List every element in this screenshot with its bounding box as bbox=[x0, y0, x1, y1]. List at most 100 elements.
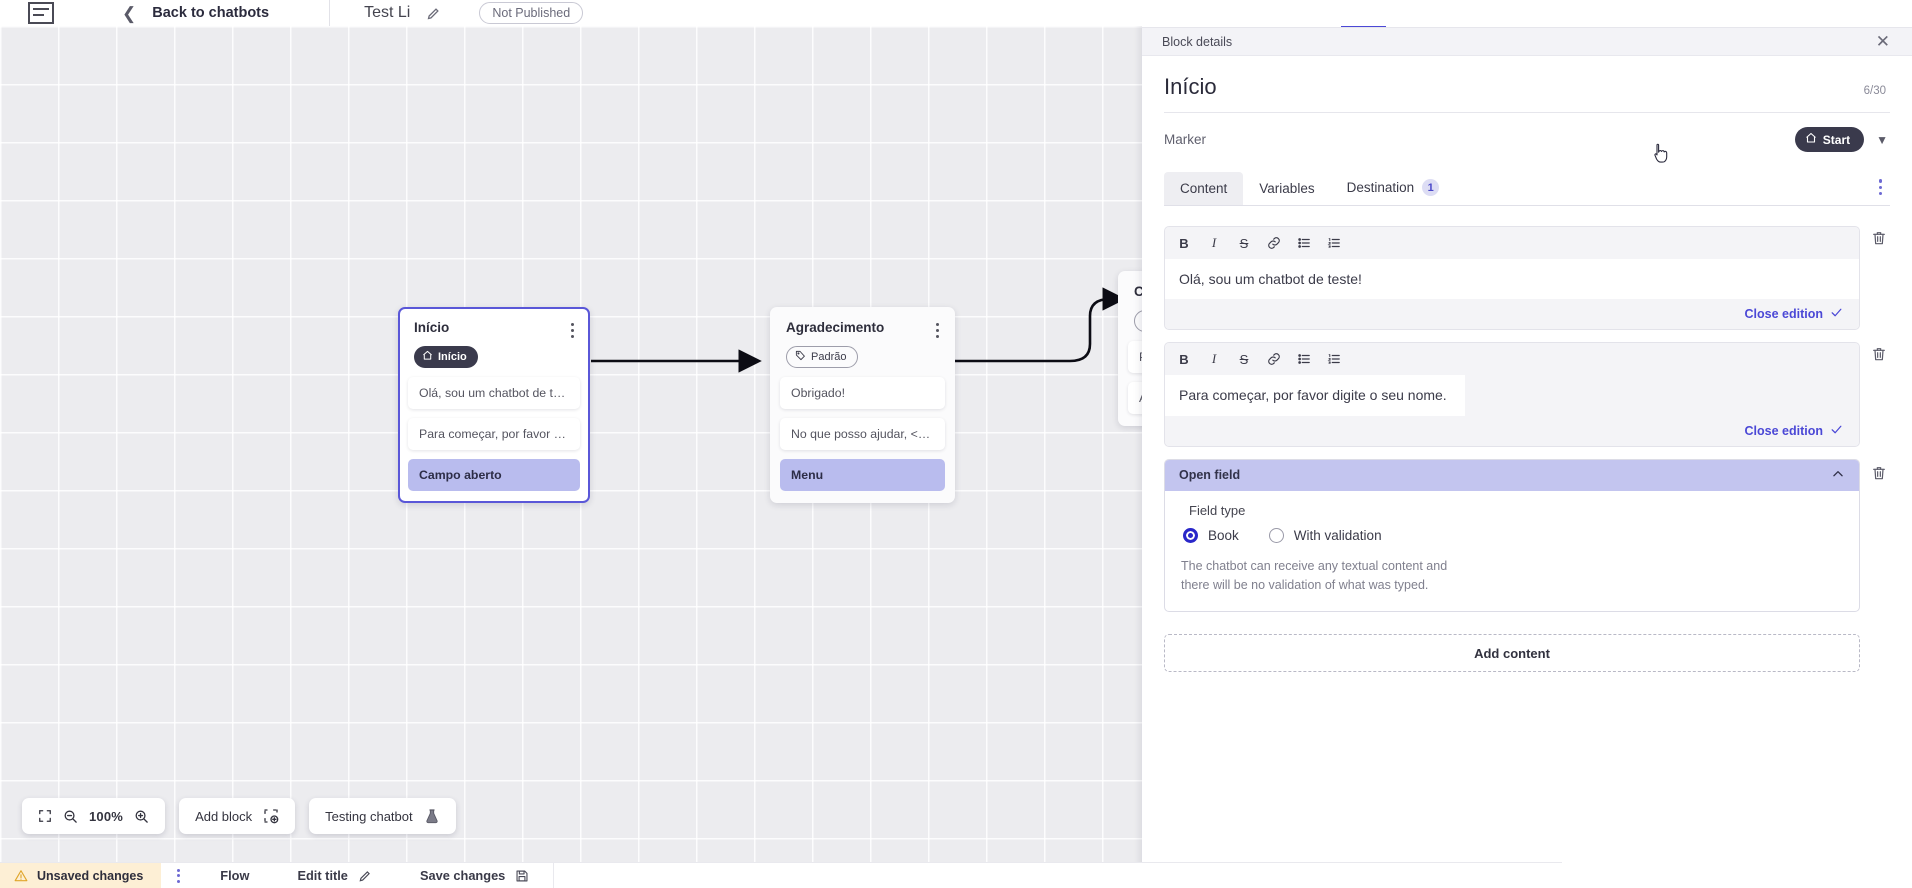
node-message-row[interactable]: Campo aberto bbox=[408, 459, 580, 491]
radio-option-with-validation[interactable]: With validation bbox=[1268, 527, 1382, 543]
top-divider bbox=[329, 0, 331, 26]
tab-variables[interactable]: Variables bbox=[1243, 172, 1330, 205]
tag-icon bbox=[795, 350, 806, 364]
panel-inner-tabs: Content Variables Destination 1 bbox=[1164, 170, 1890, 206]
link-icon[interactable] bbox=[1259, 348, 1289, 370]
trash-icon[interactable] bbox=[1868, 459, 1890, 481]
field-type-label: Field type bbox=[1189, 502, 1246, 518]
more-vertical-icon[interactable] bbox=[1878, 179, 1890, 205]
close-edition-button[interactable]: Close edition bbox=[1745, 423, 1843, 439]
node-message-row[interactable]: No que posso ajudar, <? $name ... bbox=[780, 418, 945, 450]
block-details-header: Block details ✕ bbox=[1142, 28, 1912, 56]
node-message-row[interactable]: Olá, sou um chatbot de teste! bbox=[408, 377, 580, 409]
flow-button[interactable]: Flow bbox=[196, 868, 273, 883]
flask-icon bbox=[424, 808, 440, 824]
add-block-label: Add block bbox=[195, 808, 253, 824]
chevron-down-icon[interactable]: ▼ bbox=[1876, 132, 1888, 147]
tab-content[interactable]: Content bbox=[1164, 172, 1244, 205]
testing-chatbot-button[interactable]: Testing chatbot bbox=[309, 798, 456, 834]
tab-destination[interactable]: Destination 1 bbox=[1331, 170, 1456, 205]
bullet-list-icon[interactable] bbox=[1289, 348, 1319, 370]
numbered-list-icon[interactable] bbox=[1319, 348, 1349, 370]
more-vertical-icon[interactable] bbox=[571, 317, 580, 338]
marker-label: Marker bbox=[1164, 132, 1207, 147]
node-badge-label: Início bbox=[438, 351, 467, 363]
open-field-description: The chatbot can receive any textual cont… bbox=[1181, 558, 1448, 592]
home-icon bbox=[422, 350, 433, 364]
node-message-row[interactable]: Para começar, por favor digite o ... bbox=[408, 418, 580, 450]
strikethrough-icon[interactable]: S bbox=[1239, 235, 1249, 251]
fullscreen-icon[interactable] bbox=[38, 809, 52, 823]
unsaved-changes-label: Unsaved changes bbox=[37, 868, 144, 883]
edit-title-label: Edit title bbox=[297, 868, 348, 883]
editor-footer: Close edition bbox=[1165, 415, 1859, 446]
editor-toolbar: B I S bbox=[1165, 227, 1859, 259]
bullet-list-icon[interactable] bbox=[1289, 232, 1319, 254]
block-details-label: Block details bbox=[1162, 34, 1233, 49]
save-changes-button[interactable]: Save changes bbox=[396, 868, 553, 883]
unsaved-changes-indicator: Unsaved changes bbox=[0, 862, 162, 888]
edit-title-button[interactable]: Edit title bbox=[273, 868, 395, 883]
open-field-card: Open field Field type Book bbox=[1164, 458, 1860, 613]
flow-node[interactable]: Agradecimento Padrão Obrigado! No que po… bbox=[770, 307, 955, 503]
bold-icon[interactable]: B bbox=[1179, 351, 1189, 367]
tab-content-label: Content bbox=[1180, 181, 1228, 196]
node-header: Agradecimento bbox=[780, 317, 945, 338]
add-block-button[interactable]: Add block bbox=[179, 798, 296, 834]
zoom-out-icon[interactable] bbox=[63, 809, 78, 824]
zoom-controls[interactable]: 100% bbox=[22, 798, 166, 834]
more-vertical-icon[interactable] bbox=[936, 317, 945, 338]
close-icon[interactable]: ✕ bbox=[1875, 32, 1890, 51]
close-edition-label: Close edition bbox=[1744, 307, 1823, 322]
zoom-in-icon[interactable] bbox=[134, 809, 149, 824]
page-title: Início bbox=[1164, 74, 1217, 99]
editor-text[interactable]: Para começar, por favor digite o seu nom… bbox=[1165, 375, 1465, 416]
editor-text[interactable]: Olá, sou um chatbot de teste! bbox=[1165, 259, 1859, 300]
status-badge: Not Published bbox=[479, 2, 584, 24]
italic-icon[interactable]: I bbox=[1211, 235, 1217, 250]
open-field-body: Field type Book With validation bbox=[1165, 491, 1859, 612]
tab-variables-label: Variables bbox=[1259, 181, 1315, 196]
link-icon[interactable] bbox=[1259, 232, 1289, 254]
block-details-panel: General information Builder Channels Blo… bbox=[1142, 0, 1912, 888]
marker-start-pill[interactable]: Start bbox=[1794, 127, 1865, 152]
trash-icon[interactable] bbox=[1868, 342, 1890, 362]
editor-toolbar: B I S bbox=[1165, 343, 1859, 376]
radio-indicator bbox=[1183, 527, 1198, 543]
check-icon bbox=[1830, 423, 1843, 439]
content-editor-block: B I S bbox=[1164, 226, 1890, 331]
pencil-icon bbox=[358, 869, 372, 883]
numbered-list-icon[interactable] bbox=[1319, 232, 1349, 254]
trash-icon[interactable] bbox=[1868, 226, 1890, 246]
more-vertical-icon[interactable] bbox=[161, 868, 196, 883]
home-icon bbox=[1805, 132, 1817, 147]
pencil-icon[interactable] bbox=[426, 6, 441, 21]
close-edition-button[interactable]: Close edition bbox=[1745, 306, 1843, 322]
title-divider bbox=[1164, 112, 1890, 113]
flow-node[interactable]: Início Início Olá, sou um chatbot de tes… bbox=[398, 307, 590, 503]
node-message-row[interactable]: Obrigado! bbox=[780, 377, 945, 409]
back-to-chatbots-link[interactable]: Back to chatbots bbox=[152, 5, 270, 21]
node-header: Início bbox=[408, 317, 580, 338]
radio-option-book[interactable]: Book bbox=[1183, 527, 1239, 543]
add-content-button[interactable]: Add content bbox=[1164, 634, 1860, 673]
add-block-icon bbox=[263, 808, 279, 824]
italic-icon[interactable]: I bbox=[1211, 351, 1217, 367]
marker-value-group[interactable]: Start ▼ bbox=[1794, 127, 1888, 152]
node-message-row[interactable]: Menu bbox=[780, 459, 945, 491]
open-field-block: Open field Field type Book bbox=[1164, 458, 1890, 613]
rich-text-editor[interactable]: B I S bbox=[1164, 226, 1860, 331]
content-editor-block: B I S bbox=[1164, 342, 1890, 447]
strikethrough-icon[interactable]: S bbox=[1239, 351, 1249, 367]
radio-label: Book bbox=[1208, 527, 1239, 543]
bold-icon[interactable]: B bbox=[1179, 235, 1189, 251]
node-badge-label: Padrão bbox=[811, 351, 847, 363]
zoom-level: 100% bbox=[89, 808, 124, 824]
app-logo-icon[interactable] bbox=[26, 0, 56, 26]
chevron-left-icon[interactable]: ❮ bbox=[122, 3, 137, 23]
chevron-up-icon[interactable] bbox=[1831, 467, 1845, 484]
open-field-header[interactable]: Open field bbox=[1165, 459, 1859, 491]
marker-start-label: Start bbox=[1822, 132, 1851, 147]
rich-text-editor[interactable]: B I S bbox=[1164, 342, 1860, 447]
